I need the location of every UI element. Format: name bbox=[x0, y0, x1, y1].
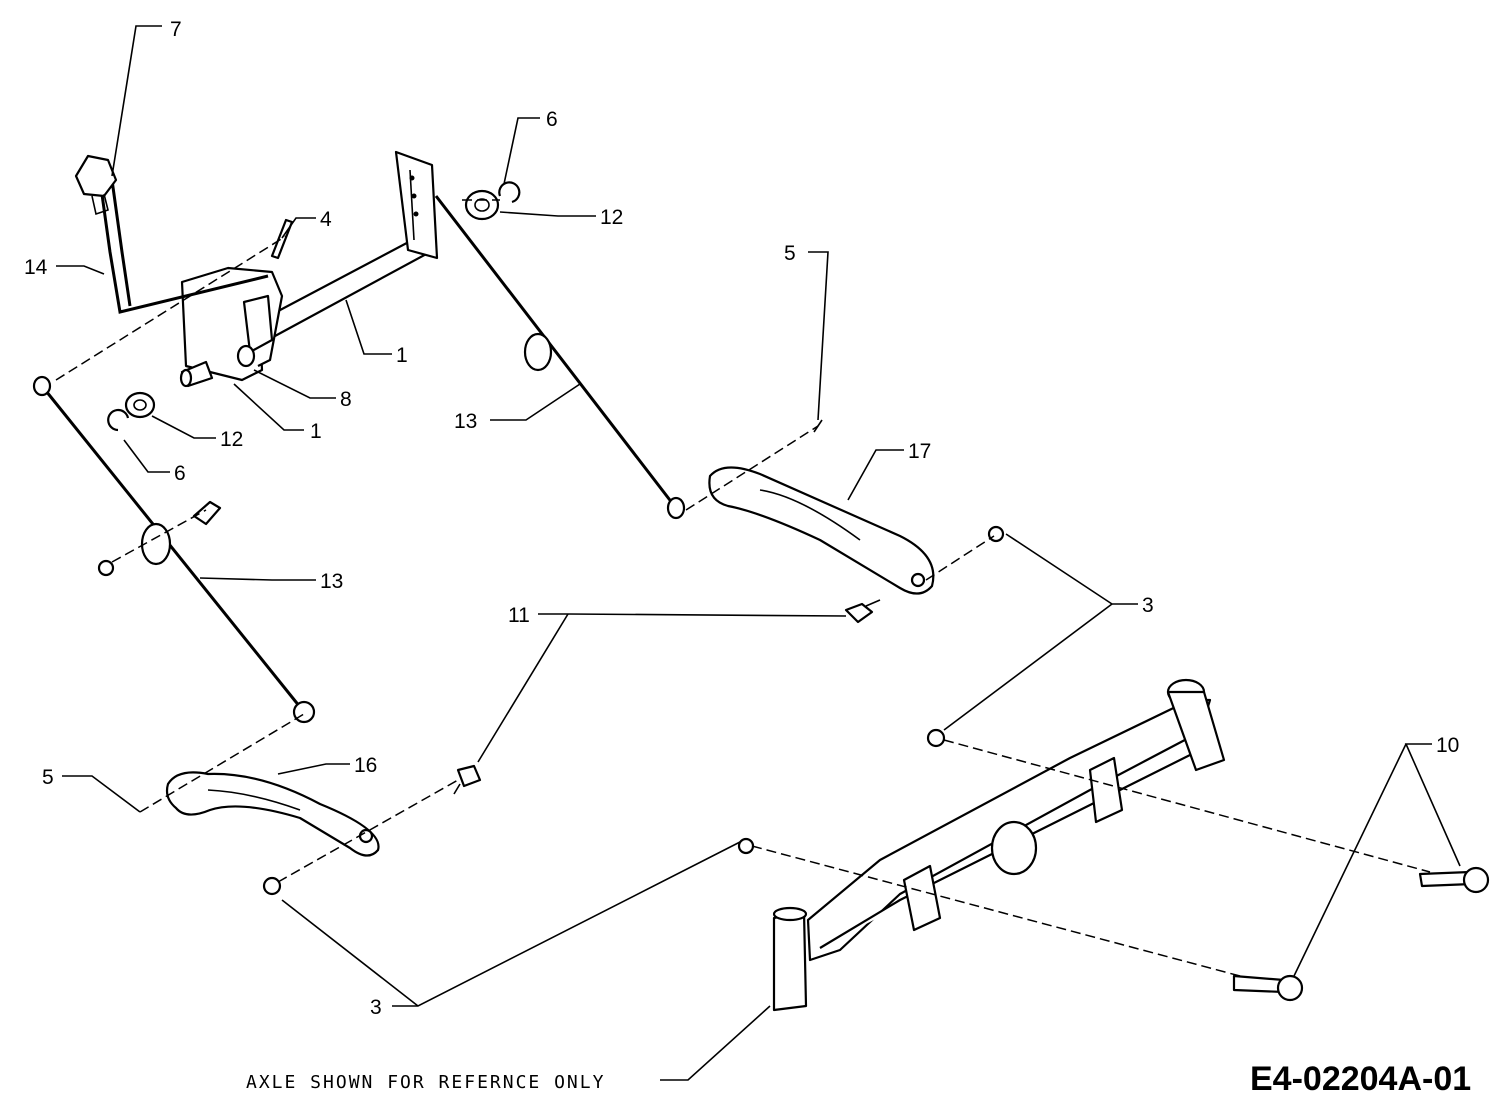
callout-13-left: 13 bbox=[320, 570, 343, 593]
nut-part-3-c bbox=[737, 837, 755, 855]
clevis-pin-part-10-lower bbox=[1232, 974, 1304, 1002]
lift-link-part-13-left bbox=[32, 375, 316, 724]
callout-16: 16 bbox=[354, 754, 377, 777]
lift-shaft-part-1 bbox=[179, 150, 439, 388]
lift-handle-part-14 bbox=[98, 179, 269, 314]
washer-part-12-top bbox=[464, 189, 500, 221]
callout-14: 14 bbox=[24, 256, 48, 279]
callout-5-top: 5 bbox=[784, 242, 796, 265]
callout-4: 4 bbox=[320, 208, 332, 231]
callout-3-bottom: 3 bbox=[370, 996, 382, 1019]
handle-knob-part-7 bbox=[74, 154, 118, 216]
callout-1-bracket: 1 bbox=[310, 420, 322, 443]
e-clip-part-6-top bbox=[498, 181, 521, 204]
nut-part-3-d bbox=[262, 876, 282, 896]
front-axle-reference bbox=[772, 678, 1226, 1012]
callout-6-top: 6 bbox=[546, 108, 558, 131]
axle-reference-note: AXLE SHOWN FOR REFERNCE ONLY bbox=[246, 1072, 605, 1093]
callout-17: 17 bbox=[908, 440, 931, 463]
callout-3-right: 3 bbox=[1142, 594, 1154, 617]
shoulder-bolt-left bbox=[192, 500, 222, 526]
washer-part-12-left bbox=[124, 391, 156, 419]
nut-part-3-b bbox=[926, 728, 946, 748]
callout-8: 8 bbox=[340, 388, 352, 411]
callout-13-right: 13 bbox=[454, 410, 477, 433]
callout-12-left: 12 bbox=[220, 428, 243, 451]
callout-1-shaft: 1 bbox=[396, 344, 408, 367]
drawing-code: E4-02204A-01 bbox=[1250, 1060, 1471, 1098]
assembly-lines bbox=[55, 199, 1431, 977]
callout-10: 10 bbox=[1436, 734, 1459, 757]
leader-lines bbox=[56, 25, 1461, 1081]
callout-6-left: 6 bbox=[174, 462, 186, 485]
callout-labels: 7 6 12 4 14 5 1 8 1 12 6 13 17 13 11 3 1… bbox=[24, 18, 1471, 1098]
lift-link-part-13-right bbox=[434, 195, 686, 520]
pin-part-4 bbox=[270, 218, 294, 260]
hanger-bracket-part-17 bbox=[708, 466, 935, 595]
hex-nut-left bbox=[97, 559, 115, 577]
nut-part-3-a bbox=[987, 525, 1005, 543]
clevis-pin-part-10-upper bbox=[1418, 866, 1490, 894]
e-clip-part-6-left bbox=[107, 408, 130, 432]
callout-7: 7 bbox=[170, 18, 182, 41]
callout-11: 11 bbox=[508, 604, 530, 627]
spring-part-8 bbox=[236, 344, 256, 368]
callout-5-left: 5 bbox=[42, 766, 54, 789]
shoulder-bolt-part-11-right bbox=[844, 599, 881, 624]
callout-12-top: 12 bbox=[600, 206, 623, 229]
shoulder-bolt-part-11-left bbox=[453, 764, 482, 795]
